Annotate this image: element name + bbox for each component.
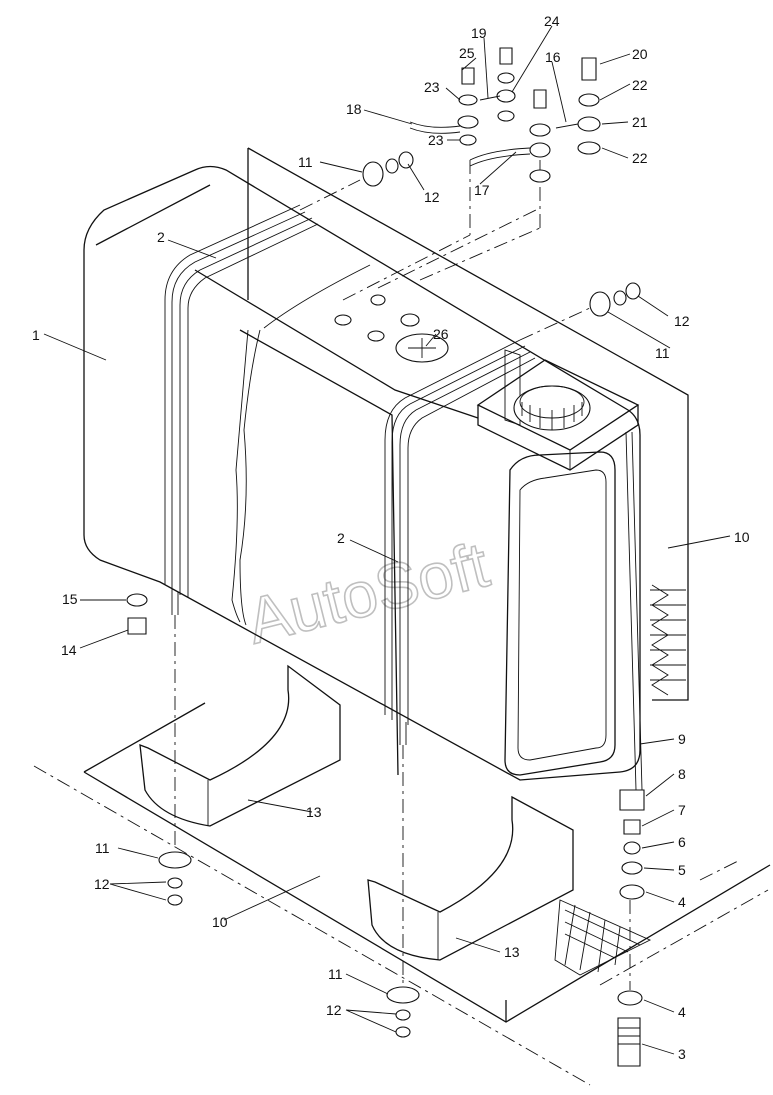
callout-13-right: 13 <box>504 944 520 960</box>
callout-13-left: 13 <box>306 804 322 820</box>
callout-16: 16 <box>545 49 561 65</box>
callout-25: 25 <box>459 45 475 61</box>
callout-11-top-right: 11 <box>655 345 670 361</box>
callout-14: 14 <box>61 642 77 658</box>
callout-26: 26 <box>433 326 449 342</box>
callout-15: 15 <box>62 591 78 607</box>
leader-lines <box>43 25 731 1055</box>
callout-8: 8 <box>678 766 686 782</box>
callout-10-floor: 10 <box>212 914 228 930</box>
callout-24: 24 <box>544 13 560 29</box>
upper-bolts-and-hoses <box>299 47 641 341</box>
floor-plate <box>33 702 771 1086</box>
callout-5: 5 <box>678 862 686 878</box>
callout-19: 19 <box>471 25 487 41</box>
callout-9: 9 <box>678 731 686 747</box>
callout-3: 3 <box>678 1046 686 1062</box>
callout-4-upper: 4 <box>678 894 686 910</box>
mounting-strap-right <box>384 339 536 745</box>
back-plate <box>247 147 689 701</box>
mounting-strap-left <box>164 204 319 615</box>
callout-12-bottom-center: 12 <box>326 1002 342 1018</box>
cradle-right <box>367 795 574 961</box>
callout-12-bottom-left: 12 <box>94 876 110 892</box>
callout-17: 17 <box>474 182 490 198</box>
callout-7: 7 <box>678 802 686 818</box>
callout-10-back: 10 <box>734 529 750 545</box>
callout-22-upper: 22 <box>632 77 648 93</box>
callout-2-left: 2 <box>157 229 165 245</box>
callout-12-top-left: 12 <box>424 189 440 205</box>
callout-22-lower: 22 <box>632 150 648 166</box>
callout-11-bottom-center: 11 <box>328 966 343 982</box>
callout-12-top-right: 12 <box>674 313 690 329</box>
callout-11-top-left: 11 <box>298 154 313 170</box>
callout-21: 21 <box>632 114 648 130</box>
bottom-fasteners <box>126 593 420 1038</box>
fuel-tank <box>83 165 641 781</box>
callout-18: 18 <box>346 101 362 117</box>
callout-2-right: 2 <box>337 530 345 546</box>
callout-11-bottom-left: 11 <box>95 840 110 856</box>
filler-neck-box <box>476 359 640 471</box>
callout-1: 1 <box>32 327 40 343</box>
callout-23-lower: 23 <box>428 132 444 148</box>
callout-23-upper: 23 <box>424 79 440 95</box>
top-fittings <box>334 160 541 363</box>
callout-20: 20 <box>632 46 648 62</box>
callout-labels: 25 19 24 16 20 23 22 18 21 23 22 11 12 1… <box>32 13 750 1062</box>
watermark: AutoSoft <box>240 528 496 657</box>
callout-4-lower: 4 <box>678 1004 686 1020</box>
cradle-left <box>139 664 341 827</box>
fuel-line-and-drain <box>617 431 645 1067</box>
callout-6: 6 <box>678 834 686 850</box>
